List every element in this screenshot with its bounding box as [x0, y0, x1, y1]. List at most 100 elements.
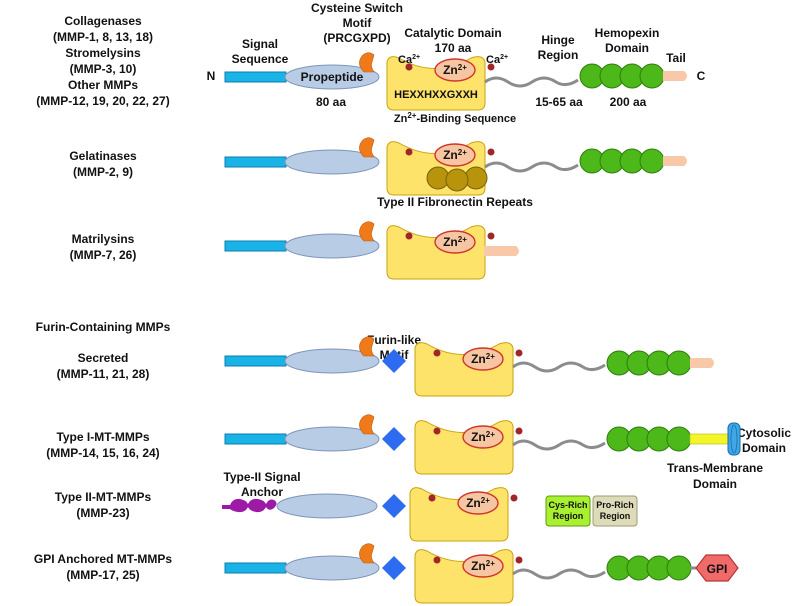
n-terminus-label: N	[207, 69, 216, 83]
calcium-site-right	[487, 148, 495, 156]
zinc-label: Zn2+	[471, 430, 495, 444]
hemopexin-size: 200 aa	[610, 95, 647, 109]
group-name-other-mmps: Other MMPs	[68, 78, 138, 92]
propeptide	[284, 555, 380, 581]
group-members-secreted: (MMP-11, 21, 28)	[57, 367, 150, 381]
zinc-label: Zn2+	[443, 148, 467, 162]
propeptide-label: Propeptide	[301, 70, 364, 84]
tail-label: Tail	[666, 51, 686, 65]
trans-membrane-label: Trans-Membrane	[667, 461, 763, 475]
propeptide	[276, 493, 378, 519]
calcium-site-right	[487, 232, 495, 240]
hinge-region	[512, 568, 606, 580]
furin-motif-label: Furin-like	[367, 333, 421, 347]
cysteine-switch-motif: (PRCGXPD)	[323, 31, 390, 45]
zinc-ion	[462, 425, 504, 449]
catalytic-domain	[386, 225, 486, 280]
tail	[663, 71, 687, 81]
signal-sequence	[224, 156, 287, 168]
calcium-label-left: Ca2+	[398, 54, 420, 66]
zn-binding-sequence-label: Zn2+-Binding Sequence	[394, 111, 516, 125]
catalytic-domain	[414, 420, 514, 475]
calcium-site-right	[510, 494, 518, 502]
calcium-site-right	[515, 349, 523, 357]
fibronectin-repeats	[426, 166, 488, 192]
hinge-region	[484, 161, 579, 173]
cysteine-switch	[359, 336, 375, 357]
zinc-ion	[434, 143, 476, 167]
group-members-other-mmps: (MMP-12, 19, 20, 22, 27)	[36, 94, 169, 108]
calcium-site-left	[428, 494, 436, 502]
type2-anchor-label: Type-II Signal	[223, 470, 300, 484]
zinc-label: Zn2+	[471, 352, 495, 366]
propeptide	[284, 149, 380, 175]
hemopexin-domain	[579, 148, 665, 174]
signal-sequence	[224, 240, 287, 252]
pro-rich-label: Pro-Rich	[596, 500, 634, 510]
row-type-ii-mt: Type-II Signal Anchor Zn2+ Cys-Rich Regi…	[222, 470, 638, 542]
group-members-type-ii-mt: (MMP-23)	[76, 506, 129, 520]
group-members-stromelysins: (MMP-3, 10)	[70, 62, 137, 76]
calcium-site-left	[405, 232, 413, 240]
cysteine-switch	[359, 221, 375, 242]
calcium-site-left	[433, 427, 441, 435]
zinc-label: Zn2+	[471, 559, 495, 573]
propeptide	[284, 64, 380, 90]
signal-sequence	[224, 355, 287, 367]
type2-signal-anchor	[222, 498, 277, 513]
group-name-type-i-mt: Type I-MT-MMPs	[56, 430, 149, 444]
furin-motif	[382, 349, 406, 373]
group-name-matrilysins: Matrilysins	[72, 232, 135, 246]
group-name-gelatinases: Gelatinases	[69, 149, 137, 163]
furin-motif	[382, 427, 406, 451]
zinc-ion	[457, 491, 499, 515]
cytosolic-domain-label-2: Domain	[742, 441, 786, 455]
c-terminus-label: C	[697, 69, 706, 83]
zn-binding-motif: HEXXHXXGXXH	[394, 89, 478, 101]
propeptide-size: 80 aa	[316, 95, 346, 109]
catalytic-domain	[414, 342, 514, 397]
gpi-label: GPI	[707, 562, 728, 576]
cys-rich-label-2: Region	[553, 511, 584, 521]
domain-labels: Signal Sequence Cysteine Switch Motif (P…	[207, 1, 706, 125]
zinc-label: Zn2+	[443, 63, 467, 77]
calcium-site-right	[515, 427, 523, 435]
group-name-secreted: Secreted	[78, 351, 129, 365]
signal-sequence	[224, 562, 287, 574]
group-members-matrilysins: (MMP-7, 26)	[70, 248, 137, 262]
calcium-site-left	[433, 556, 441, 564]
type2-anchor-label-2: Anchor	[241, 485, 283, 499]
propeptide	[284, 426, 380, 452]
cys-rich-label: Cys-Rich	[548, 500, 587, 510]
group-members-gpi-anchored: (MMP-17, 25)	[66, 568, 139, 582]
furin-motif	[382, 494, 406, 518]
calcium-site-left	[405, 63, 413, 71]
calcium-site-right	[515, 556, 523, 564]
tail	[663, 156, 687, 166]
propeptide	[284, 233, 380, 259]
cysteine-switch-label-2: Motif	[343, 16, 373, 30]
catalytic-domain-label: Catalytic Domain	[404, 26, 501, 40]
furin-motif	[382, 556, 406, 580]
group-members-type-i-mt: (MMP-14, 15, 16, 24)	[46, 446, 159, 460]
calcium-site-left	[433, 349, 441, 357]
cysteine-switch	[359, 52, 375, 73]
hemopexin-domain	[579, 63, 665, 89]
group-name-collagenases: Collagenases	[64, 14, 142, 28]
pro-rich-region	[592, 495, 638, 527]
row-collagenases: Propeptide Ca2+ Ca2+ Zn2+ HEXXHXXGXXH	[224, 52, 687, 111]
hinge-region-label-2: Region	[538, 48, 579, 62]
zinc-ion	[462, 347, 504, 371]
cysteine-switch	[359, 414, 375, 435]
propeptide	[284, 348, 380, 374]
hemopexin-domain	[606, 350, 692, 376]
zinc-ion	[462, 554, 504, 578]
row-type-i-mt: Cytosolic Domain Zn2+ Trans-Membrane Dom…	[224, 414, 791, 491]
cysteine-switch-label: Cysteine Switch	[311, 1, 403, 15]
zinc-ion	[434, 58, 476, 82]
group-members-gelatinases: (MMP-2, 9)	[73, 165, 133, 179]
group-name-type-ii-mt: Type II-MT-MMPs	[55, 490, 152, 504]
hemopexin-domain	[606, 555, 692, 581]
hinge-region	[484, 76, 579, 88]
